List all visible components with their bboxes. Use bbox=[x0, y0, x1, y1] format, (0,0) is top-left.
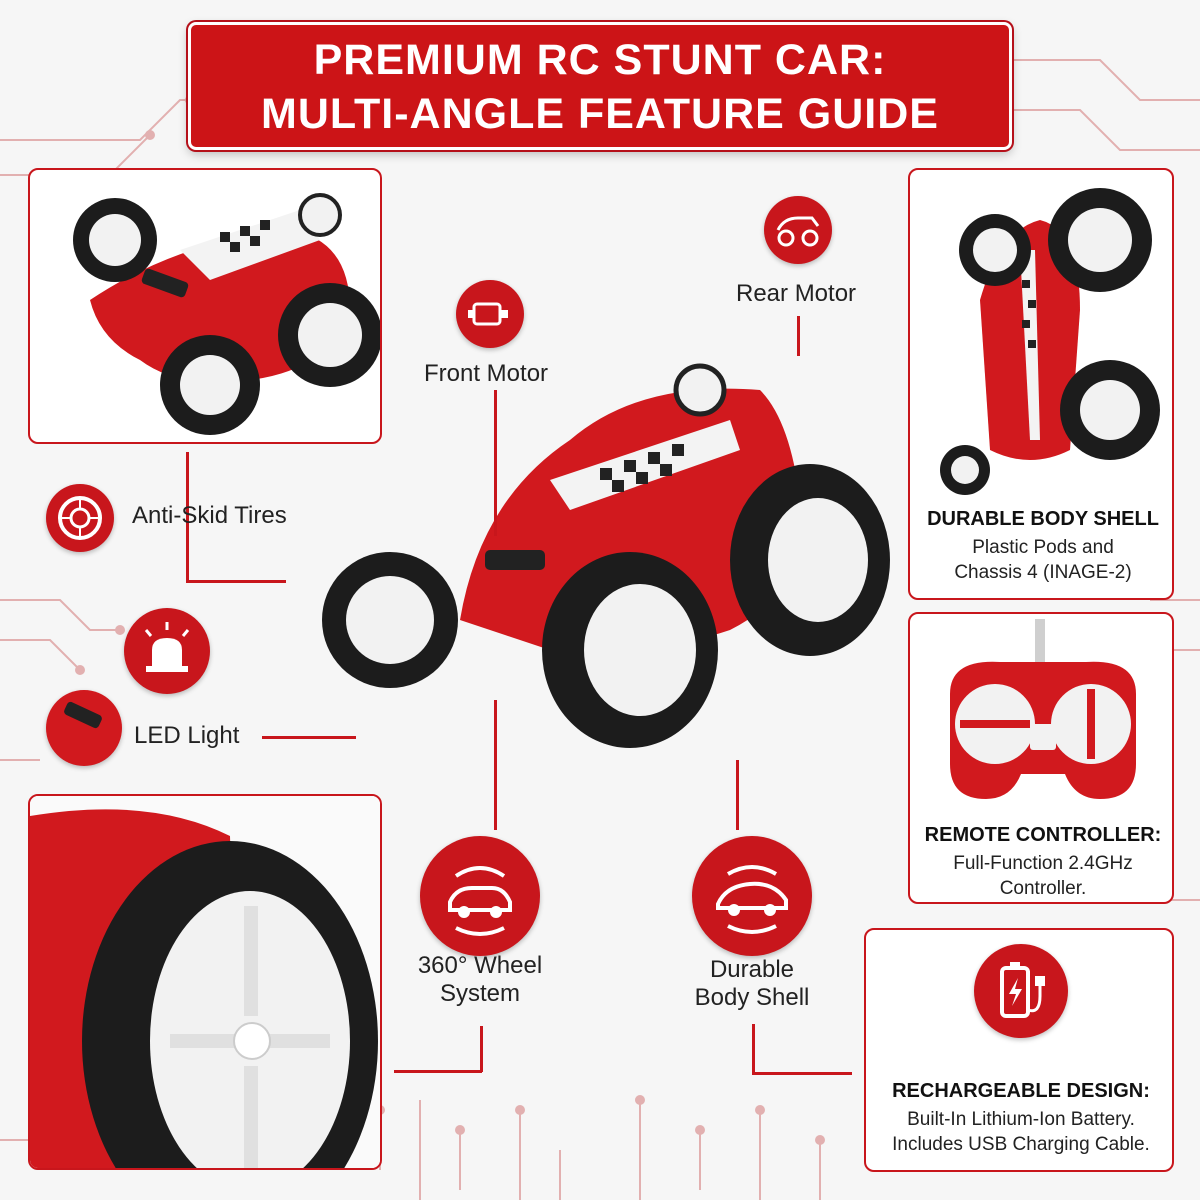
connector-led bbox=[262, 736, 356, 739]
wheel-system-line-1: 360° Wheel bbox=[417, 952, 543, 979]
front-motor-icon bbox=[456, 280, 524, 348]
car-shell-icon bbox=[692, 836, 812, 956]
connector-anti-skid-h bbox=[186, 580, 286, 583]
rechargeable-line-1: Built-In Lithium-Ion Battery. bbox=[907, 1109, 1135, 1130]
panel-wheel-closeup bbox=[28, 794, 382, 1170]
rechargeable-heading: RECHARGEABLE DESIGN: bbox=[892, 1080, 1150, 1102]
panel-body-shell: DURABLE BODY SHELL Plastic Pods and Chas… bbox=[908, 168, 1174, 600]
remote-controller-image bbox=[950, 619, 1136, 799]
remote-line-1: Full-Function 2.4GHz bbox=[953, 853, 1133, 874]
panel-rechargeable: RECHARGEABLE DESIGN: Built-In Lithium-Io… bbox=[864, 928, 1174, 1172]
title-line-1: PREMIUM RC STUNT CAR: bbox=[313, 36, 887, 84]
anti-skid-label: Anti-Skid Tires bbox=[132, 502, 287, 529]
battery-charge-icon bbox=[974, 944, 1068, 1038]
wheel-system-line-2: System bbox=[439, 980, 520, 1007]
connector-wheel-closeup-v bbox=[480, 1026, 483, 1072]
front-motor-label: Front Motor bbox=[424, 360, 549, 387]
panel-remote: REMOTE CONTROLLER: Full-Function 2.4GHz … bbox=[908, 612, 1174, 904]
body-shell-callout-line-2: Body Shell bbox=[694, 984, 810, 1011]
led-light-image bbox=[46, 690, 122, 766]
rear-motor-label: Rear Motor bbox=[736, 280, 857, 307]
body-shell-callout-line-1: Durable bbox=[709, 956, 795, 983]
remote-line-2: Controller. bbox=[999, 878, 1087, 899]
title-banner: PREMIUM RC STUNT CAR: MULTI-ANGLE FEATUR… bbox=[188, 22, 1012, 150]
connector-wheel-system bbox=[494, 700, 497, 830]
side-view-car-image bbox=[73, 193, 380, 435]
rear-motor-icon bbox=[764, 196, 832, 264]
car-rotate-icon bbox=[420, 836, 540, 956]
connector-body-shell bbox=[736, 760, 739, 830]
connector-recharge-v bbox=[752, 1024, 755, 1074]
led-light-label: LED Light bbox=[134, 722, 240, 749]
connector-rear-motor bbox=[797, 316, 800, 356]
body-shell-line-1: Plastic Pods and bbox=[972, 537, 1114, 558]
remote-heading: REMOTE CONTROLLER: bbox=[924, 824, 1162, 846]
tire-icon bbox=[46, 484, 114, 552]
wheel-system-label: 360° Wheel System bbox=[400, 952, 560, 1008]
body-shell-label: Durable Body Shell bbox=[672, 956, 832, 1012]
body-shell-line-2: Chassis 4 (INAGE-2) bbox=[954, 562, 1132, 583]
main-car-image bbox=[322, 363, 890, 748]
body-shell-heading: DURABLE BODY SHELL bbox=[927, 508, 1159, 530]
upright-car-image bbox=[940, 188, 1160, 495]
panel-side-view bbox=[28, 168, 382, 444]
connector-wheel-closeup-h bbox=[394, 1070, 482, 1073]
rechargeable-line-2: Includes USB Charging Cable. bbox=[892, 1134, 1150, 1155]
connector-recharge-h bbox=[752, 1072, 852, 1075]
connector-anti-skid-v bbox=[186, 452, 189, 582]
connector-front-motor bbox=[494, 390, 497, 536]
wheel-closeup-image bbox=[30, 796, 380, 1168]
siren-icon bbox=[124, 608, 210, 694]
title-line-2: MULTI-ANGLE FEATURE GUIDE bbox=[261, 90, 939, 138]
